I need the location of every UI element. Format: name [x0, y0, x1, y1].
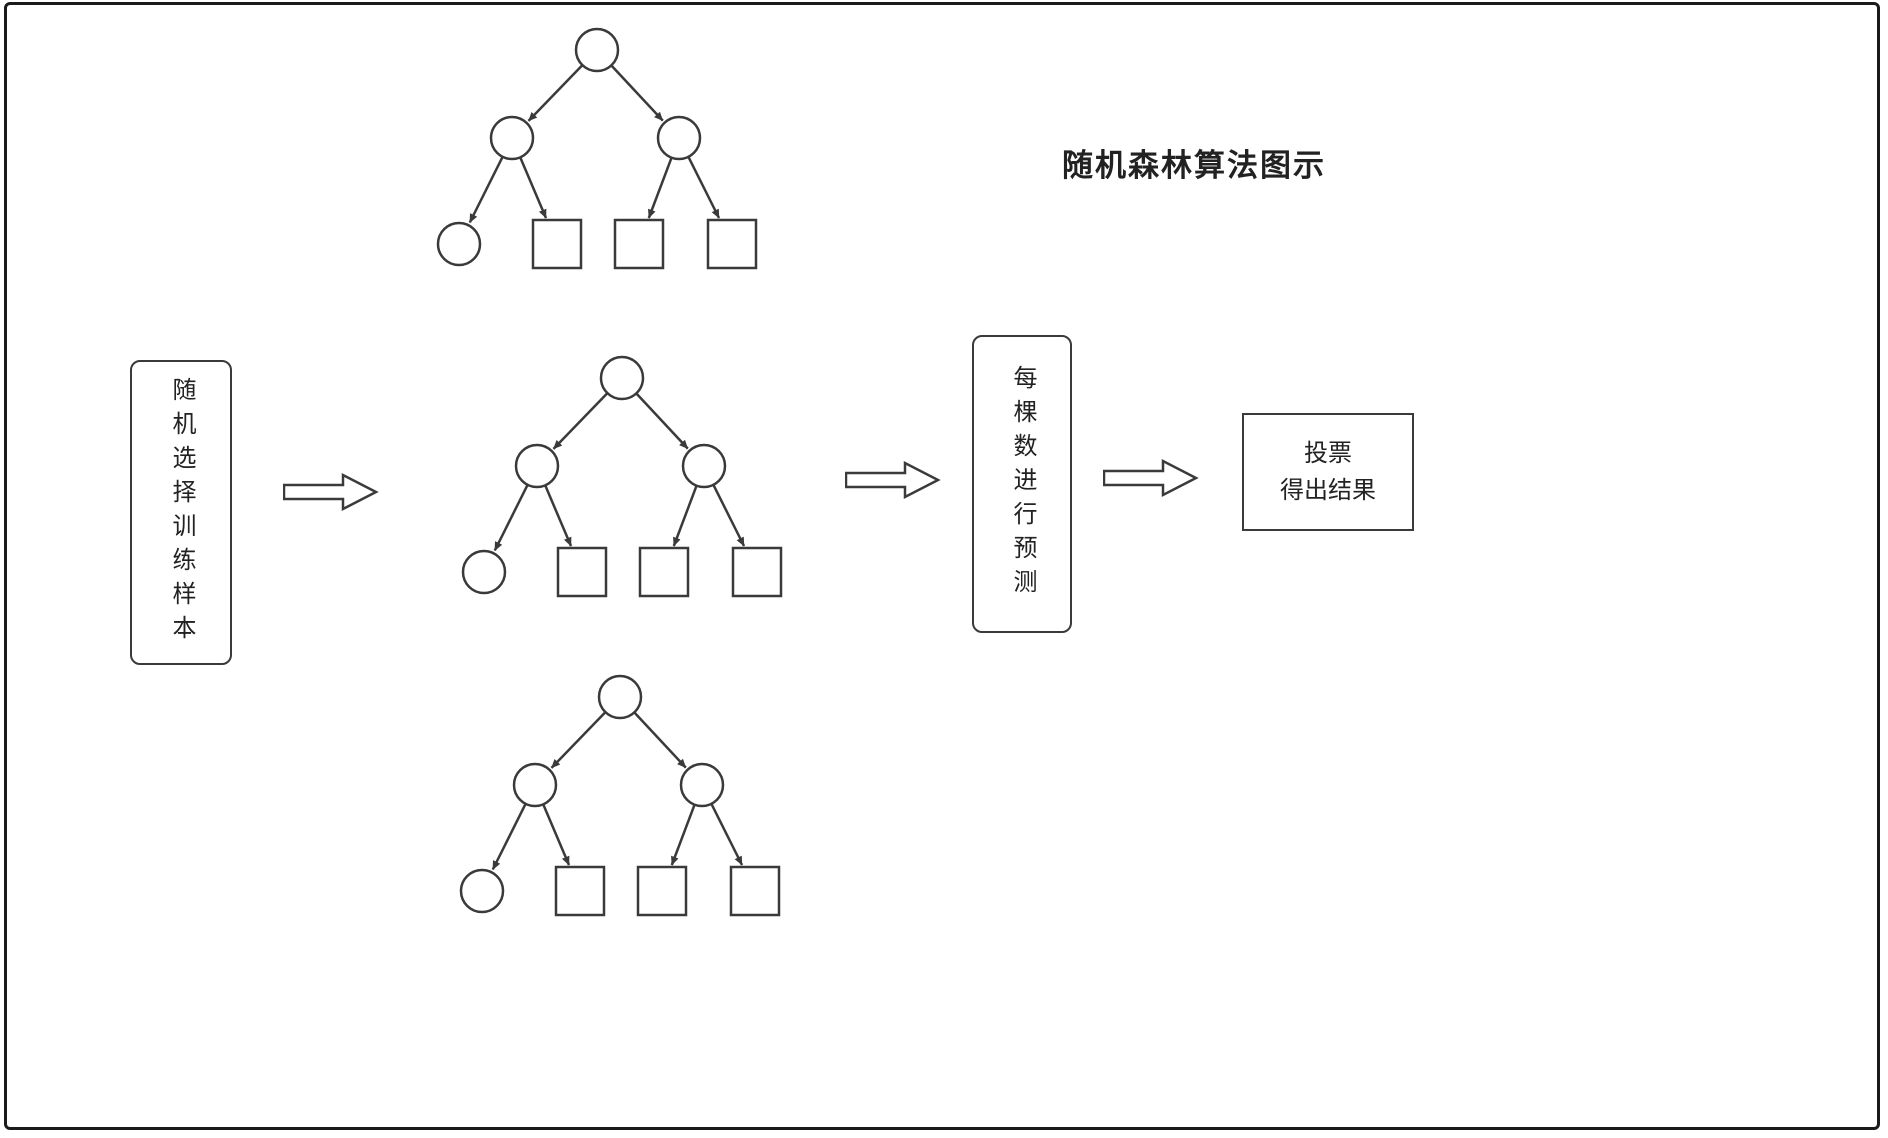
- tree-node-circle: [514, 443, 560, 489]
- diagram-frame: [4, 2, 1880, 1130]
- tree-node-circle: [599, 355, 645, 401]
- tree-node-square: [731, 546, 783, 598]
- diagram-title: 随机森林算法图示: [1062, 148, 1326, 183]
- predict-box: 每棵数进行预测: [972, 335, 1072, 633]
- tree-node-circle: [512, 762, 558, 808]
- tree-edge: [544, 484, 573, 547]
- tree-edge: [633, 711, 687, 769]
- flow-arrow-icon: [1102, 458, 1199, 503]
- result-label: 投票 得出结果: [1280, 439, 1376, 504]
- tree-edge: [519, 156, 548, 219]
- tree-edge: [647, 157, 673, 219]
- decision-tree-3: [450, 673, 790, 940]
- decision-tree-svg: [459, 674, 781, 917]
- tree-node-circle: [656, 115, 702, 161]
- tree-edge: [635, 392, 689, 450]
- sample-selection-box: 随机选择训练样本: [130, 360, 232, 665]
- tree-node-circle: [681, 443, 727, 489]
- tree-edge: [672, 485, 698, 547]
- tree-node-circle: [597, 674, 643, 720]
- tree-edge: [687, 156, 721, 219]
- tree-edge: [550, 711, 607, 769]
- flow-arrow-icon: [844, 460, 941, 505]
- tree-node-circle: [459, 868, 505, 914]
- tree-node-circle: [461, 549, 507, 595]
- tree-node-square: [636, 865, 688, 917]
- tree-node-circle: [574, 27, 620, 73]
- result-box: 投票 得出结果: [1242, 413, 1414, 531]
- tree-edge: [527, 64, 584, 122]
- tree-node-square: [554, 865, 606, 917]
- tree-edge: [542, 803, 571, 866]
- tree-node-circle: [489, 115, 535, 161]
- tree-node-circle: [436, 221, 482, 267]
- decision-tree-1: [427, 26, 767, 293]
- flow-arrow-icon: [282, 472, 379, 517]
- decision-tree-svg: [436, 27, 758, 270]
- tree-edge: [670, 804, 696, 866]
- tree-node-square: [638, 546, 690, 598]
- tree-edge: [493, 484, 529, 552]
- sample-selection-label: 随机选择训练样本: [168, 376, 195, 649]
- tree-edge: [712, 484, 746, 547]
- tree-edge: [610, 64, 664, 122]
- tree-node-square: [613, 218, 665, 270]
- tree-edge: [491, 803, 527, 871]
- tree-edge: [710, 803, 744, 866]
- tree-node-square: [729, 865, 781, 917]
- decision-tree-2: [452, 354, 792, 621]
- tree-node-circle: [679, 762, 725, 808]
- predict-label: 每棵数进行预测: [1009, 365, 1036, 603]
- tree-node-square: [531, 218, 583, 270]
- tree-node-square: [706, 218, 758, 270]
- tree-edge: [468, 156, 504, 224]
- tree-node-square: [556, 546, 608, 598]
- decision-tree-svg: [461, 355, 783, 598]
- tree-edge: [552, 392, 609, 450]
